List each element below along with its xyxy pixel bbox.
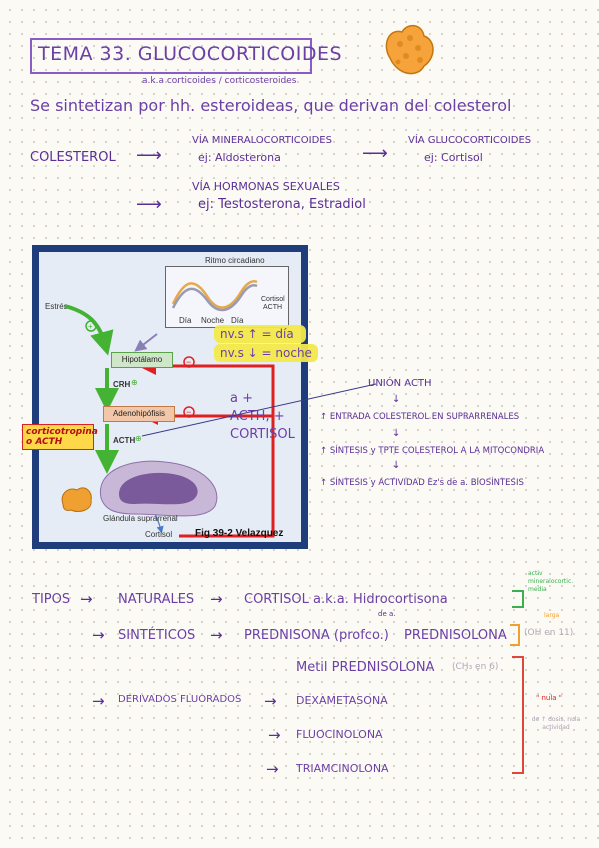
acth-union-arrow-2: ↓ <box>392 428 401 439</box>
pathway-sexual-title: VÍA HORMONAS SEXUALES <box>192 180 340 193</box>
acth-label: ACTH <box>113 436 136 445</box>
stress-label: Estrés <box>45 302 68 311</box>
tipos-arrow-3: → <box>92 626 105 644</box>
note-feedback: a + ACTH, + CORTISOL <box>230 391 295 442</box>
tipos-sinteticos: SINTÉTICOS <box>118 628 196 643</box>
tipos-naturales: NATURALES <box>118 592 195 607</box>
tipos-dexa: DEXAMETASONA <box>296 694 388 707</box>
pathway-sexual-example: ej: Testosterona, Estradiol <box>198 197 366 212</box>
tipos-arrow-1: → <box>80 590 93 608</box>
tipos-triamcino: TRIAMCINOLONA <box>296 762 389 775</box>
pathway-source: COLESTEROL <box>30 150 116 165</box>
pathway-gluco-title: VÍA GLUCOCORTICOIDES <box>408 135 532 146</box>
crh-plus: ⊕ <box>131 378 138 387</box>
pathway-arrow-2: ⟶ <box>362 143 388 164</box>
acth-union-arrow-1: ↓ <box>392 394 401 405</box>
acth-union-head: UNIÓN ACTH <box>368 378 432 389</box>
axis-label-day-1: Día <box>179 316 192 325</box>
hypothalamus-box: Hipotálamo <box>111 352 173 368</box>
circadian-curves <box>171 280 258 312</box>
figure-panel: Ritmo circadiano Cortisol ACTH Día Noche… <box>39 252 301 542</box>
pathway-mineral-title: VÍA MINERALOCORTICOIDES <box>192 135 332 146</box>
nula-tag: " nula " <box>536 694 562 702</box>
tipos-label: TIPOS <box>32 592 71 607</box>
adenohypophysis-box: Adenohipófisis <box>103 406 175 422</box>
tipos-fluocino: FLUOCINOLONA <box>296 728 383 741</box>
circadian-title: Ritmo circadiano <box>205 256 265 265</box>
prednisolona-tag: larga <box>544 612 560 619</box>
bracket-fluorados <box>512 656 524 774</box>
intro-sentence: Se sintetizan por hh. esteroideas, que d… <box>30 96 512 115</box>
axis-label-night: Noche <box>201 316 225 325</box>
title-box <box>30 38 312 74</box>
page-title: TEMA 33. GLUCOCORTICOIDES <box>38 43 343 65</box>
gland-label: Glándula suprarrenal <box>103 514 178 523</box>
acth-plus: ⊕ <box>135 434 142 443</box>
crh-label: CRH <box>113 380 131 389</box>
bracket-prednisolona <box>510 624 520 646</box>
metil-note: (CH₃ en 6) <box>452 662 499 672</box>
tipos-arrow-7: → <box>268 726 281 744</box>
figure-caption: Fig 39-2 Velazquez <box>195 528 284 539</box>
tipos-arrow-2: → <box>210 590 223 608</box>
tipos-arrow-8: → <box>266 760 279 778</box>
acth-union-step-1: ↑ ENTRADA COLESTEROL EN SUPRARRENALES <box>320 412 520 422</box>
cortisol-note: activ mineralocortic. media <box>528 570 574 593</box>
tipos-fluorados: DERIVADOS FLUORADOS <box>118 694 242 705</box>
nula-note: de ↑ dosis, nula actividad <box>531 716 581 731</box>
acth-union-step-2: ↑ SÍNTESIS y TPTE COLESTEROL A LA MITOCO… <box>320 446 545 456</box>
adrenal-doodle-icon <box>385 24 434 75</box>
pathway-arrow-3: ⟶ <box>136 194 162 215</box>
pathway-arrow-1: ⟶ <box>136 145 162 166</box>
highlight-night <box>214 344 318 362</box>
tipos-arrow-6: → <box>264 692 277 710</box>
title-subtitle: a.k.a corticoides / corticosteroides <box>142 76 297 86</box>
adrenal-gland-icon <box>99 460 218 517</box>
connector-line <box>141 383 377 437</box>
highlight-day <box>214 325 306 343</box>
tipos-metil: Metil PREDNISOLONA <box>296 660 435 675</box>
svg-text:+: + <box>88 322 93 331</box>
tipos-prednisona: PREDNISONA (profco.) <box>244 628 389 643</box>
tipos-prednisolona: PREDNISOLONA <box>404 628 507 643</box>
tipos-cortisol: CORTISOL a.k.a. Hidrocortisona <box>244 592 448 607</box>
hpa-axis-figure: Ritmo circadiano Cortisol ACTH Día Noche… <box>32 245 308 549</box>
cortisol-label: Cortisol <box>145 530 173 539</box>
svg-text:−: − <box>186 357 191 367</box>
pathway-gluco-example: ej: Cortisol <box>424 151 483 164</box>
corticotropina-label: corticotropina o ACTH <box>22 424 98 450</box>
prednisolona-note: (OH en 11) <box>524 628 574 638</box>
svg-text:−: − <box>186 407 191 417</box>
acth-union-arrow-3: ↓ <box>392 460 401 471</box>
pathway-mineral-example: ej: Aldosterona <box>198 151 281 164</box>
acth-union-step-3: ↑ SÍNTESIS y ACTIVIDAD Ez's de a. BIOSÍN… <box>320 478 524 488</box>
adrenal-blob-icon <box>61 487 92 513</box>
axis-label-day-2: Día <box>231 316 244 325</box>
tipos-arrow-4: → <box>210 626 223 644</box>
tipos-de-a: de a. <box>378 610 396 618</box>
note-night: nv.s ↓ = noche <box>220 346 312 360</box>
note-day: nv.s ↑ = día <box>220 327 294 341</box>
legend-acth: ACTH <box>263 304 283 311</box>
bracket-cortisol <box>512 590 524 608</box>
tipos-arrow-5: → <box>92 692 105 710</box>
legend-cortisol: Cortisol <box>261 296 285 303</box>
